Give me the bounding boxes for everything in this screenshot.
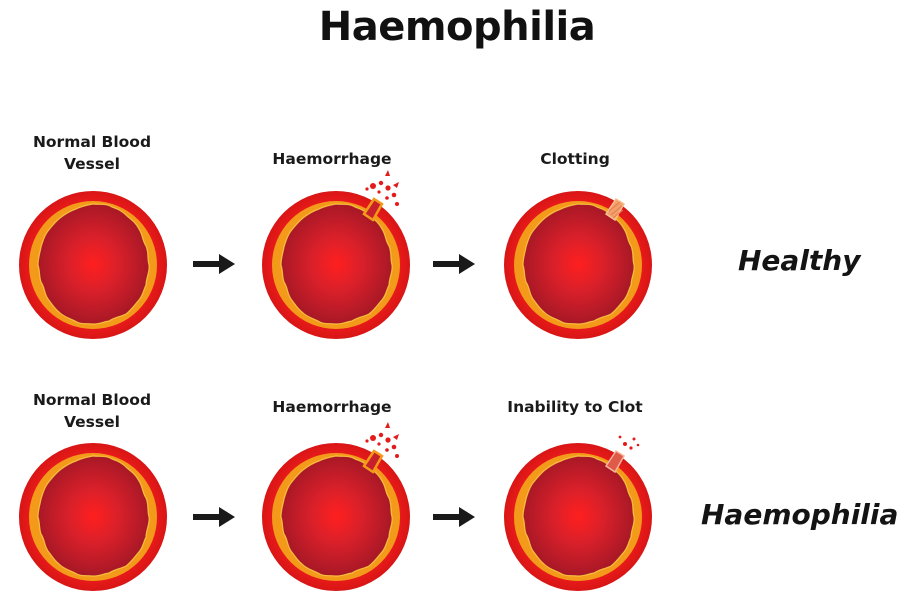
arrow-right-icon: [193, 254, 235, 274]
arrow-right-icon: [193, 507, 235, 527]
stage-label: Clotting: [540, 150, 610, 168]
row-label-healthy: Healthy: [738, 244, 861, 277]
stage-label: Inability to Clot: [507, 398, 643, 416]
blood-splatter-icon: [365, 170, 399, 206]
normal-vessel-icon: [18, 442, 168, 592]
stage-label: Haemorrhage: [272, 150, 392, 168]
haemorrhage-vessel-icon: [261, 170, 411, 340]
blood-drip-icon: [618, 435, 640, 450]
normal-vessel-icon: [18, 190, 168, 340]
arrow-right-icon: [433, 507, 475, 527]
stage-label: Haemorrhage: [272, 398, 392, 416]
row-label-haemophilia: Haemophilia: [701, 498, 899, 531]
clotting-vessel-icon: [503, 190, 653, 340]
blood-splatter-icon: [365, 422, 399, 458]
inability-to-clot-vessel-icon: [503, 435, 653, 592]
arrow-right-icon: [433, 254, 475, 274]
diagram-title: Haemophilia: [318, 4, 596, 50]
stage-label: Normal Blood Vessel: [32, 391, 152, 432]
stage-label: Normal Blood Vessel: [32, 133, 152, 174]
haemorrhage-vessel-icon: [261, 422, 411, 592]
